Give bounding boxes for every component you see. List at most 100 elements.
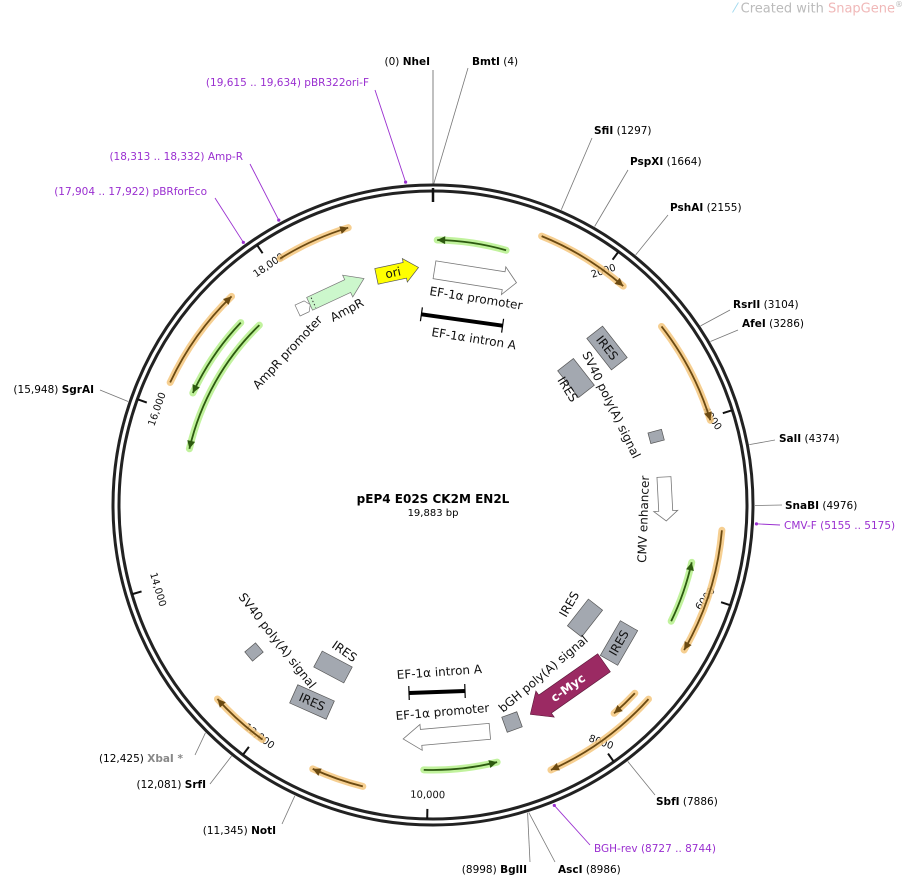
feature-ampr-promoter[interactable] [294, 299, 313, 317]
enzyme-leader-line [700, 309, 731, 327]
orf-arc[interactable] [538, 232, 627, 290]
primer-bind-arc-arrowhead-icon [488, 760, 498, 768]
orf-arc-arrowhead-icon [339, 226, 349, 234]
orf-arc-arrowhead-icon [614, 277, 624, 287]
enzyme-pspxi[interactable]: PspXI (1664) [630, 156, 702, 168]
primer-bind-arc[interactable] [667, 558, 696, 625]
feature-ampr[interactable] [305, 268, 370, 315]
enzyme-bmti[interactable]: BmtI (4) [472, 56, 518, 68]
enzyme-leader-line [754, 504, 783, 506]
orf-arc-highlight [658, 322, 714, 424]
plasmid-size: 19,883 bp [408, 508, 459, 519]
primer-site-marker [754, 522, 759, 526]
enzyme-leader-line [281, 795, 296, 825]
primer-bind-arc[interactable] [189, 319, 245, 397]
enzyme-noti[interactable]: (11,345) NotI [203, 825, 276, 837]
primer-pbr322ori-f[interactable]: (19,615 .. 19,634) pBR322ori-F [206, 77, 369, 89]
enzyme-sali[interactable]: SalI (4374) [779, 433, 839, 445]
feature-ires-6[interactable]: IRES [289, 684, 335, 720]
enzyme-snabi[interactable]: SnaBI (4976) [785, 500, 857, 512]
orf-arc-line [683, 530, 723, 651]
primer-site-marker [241, 240, 245, 244]
orf-arc-highlight [538, 232, 627, 290]
feature-ires-5[interactable] [313, 650, 353, 684]
enzyme-sgrai[interactable]: (15,948) SgrAI [13, 384, 94, 396]
feature-ires-2[interactable] [557, 357, 595, 399]
primer-amp-r[interactable]: (18,313 .. 18,332) Amp-R [109, 151, 243, 163]
primer-bind-arc[interactable] [433, 236, 510, 254]
tick-mark [607, 752, 615, 763]
enzyme-leader-line [99, 389, 129, 402]
enzyme-leader-line [560, 137, 593, 210]
orf-arc-highlight [680, 526, 726, 654]
primer-site-marker [403, 180, 408, 184]
primer-bind-arc-highlight [433, 236, 510, 254]
feature-ef1a-promoter-top[interactable] [432, 256, 518, 297]
primer-bind-arc-line [188, 324, 260, 449]
orf-arc[interactable] [547, 695, 652, 774]
primer-leader-line [756, 523, 781, 526]
feature-ires-4[interactable]: IRES [599, 620, 639, 666]
primer-bind-arc[interactable] [420, 758, 501, 774]
tick-mark [611, 251, 620, 261]
orf-arc-line [550, 698, 650, 771]
enzyme-srfi[interactable]: (12,081) SrfI [137, 779, 207, 791]
orf-arc[interactable] [166, 292, 236, 386]
feature-ires-3[interactable] [566, 598, 604, 638]
enzyme-bglii[interactable]: (8998) BglII [462, 864, 527, 876]
tick-mark [137, 398, 148, 404]
primer-bind-arc-arrowhead-icon [187, 440, 196, 449]
enzyme-leader-line [594, 169, 629, 227]
enzyme-leader-line [528, 812, 556, 863]
orf-arc[interactable] [309, 765, 367, 790]
tick-mark [256, 244, 264, 254]
enzyme-leader-line [627, 761, 656, 796]
ef1a-promoter-bottom-label: EF-1α promoter [395, 701, 490, 723]
feature-ef1a-intron-top[interactable] [419, 307, 505, 333]
tick-mark [720, 601, 731, 607]
enzyme-leader-line [710, 329, 739, 342]
feature-ori[interactable]: ori [374, 256, 421, 288]
feature-ef1a-intron-bottom[interactable] [408, 684, 466, 700]
enzyme-leader-line [433, 67, 469, 186]
primer-bind-arc-arrowhead-icon [686, 562, 694, 572]
orf-arc-arrowhead-icon [684, 641, 692, 651]
feature-sv40-bottom[interactable] [244, 642, 264, 662]
plasmid-name: pEP4 E02S CK2M EN2L [357, 492, 510, 506]
tick-mark [131, 590, 142, 596]
orf-arc-arrowhead-icon [312, 768, 322, 776]
enzyme-sfii[interactable]: SfiI (1297) [594, 125, 652, 137]
feature-sv40-top[interactable] [647, 428, 665, 445]
orf-arc[interactable] [276, 224, 352, 263]
orf-arc-line [169, 295, 233, 383]
orf-arc[interactable] [610, 689, 639, 717]
primer-bind-arc[interactable] [185, 321, 263, 453]
orf-arc[interactable] [680, 526, 726, 654]
orf-arc[interactable] [213, 695, 267, 744]
tick-label: 10,000 [410, 790, 445, 802]
feature-bgh[interactable] [501, 711, 523, 733]
feature-cmv-enhancer[interactable] [652, 476, 679, 522]
enzyme-rsrii[interactable]: RsrII (3104) [733, 299, 799, 311]
orf-arc-arrowhead-icon [217, 699, 226, 708]
primer-cmv-f[interactable]: CMV-F (5155 .. 5175) [784, 520, 895, 532]
sv40-bottom-label: SV40 poly(A) signal [236, 590, 319, 691]
enzyme-nhei[interactable]: (0) NheI [384, 56, 430, 68]
enzyme-xbai[interactable]: (12,425) XbaI * [99, 753, 184, 765]
primer-site-marker [277, 218, 281, 222]
enzyme-pshai[interactable]: PshAI (2155) [670, 202, 742, 214]
enzyme-asci[interactable]: AscI (8986) [558, 864, 621, 876]
orf-arc[interactable] [658, 322, 714, 424]
feature-ef1a-promoter-bottom[interactable] [402, 718, 491, 752]
enzyme-sbfi[interactable]: SbfI (7886) [656, 796, 718, 808]
enzyme-afei[interactable]: AfeI (3286) [742, 318, 804, 330]
orf-arc-arrowhead-icon [614, 705, 623, 714]
primer-pbrforeco[interactable]: (17,904 .. 17,922) pBRforEco [54, 186, 207, 198]
primer-leader-line [214, 197, 244, 243]
primer-bind-arc-highlight [667, 558, 696, 625]
orf-arc-arrowhead-icon [704, 411, 712, 421]
enzyme-leader-line [749, 439, 776, 446]
snapgene-watermark: ⁄ Created with SnapGene® [734, 0, 903, 17]
primer-bind-arc-arrowhead-icon [192, 384, 200, 394]
primer-bgh-rev[interactable]: BGH-rev (8727 .. 8744) [594, 843, 716, 855]
